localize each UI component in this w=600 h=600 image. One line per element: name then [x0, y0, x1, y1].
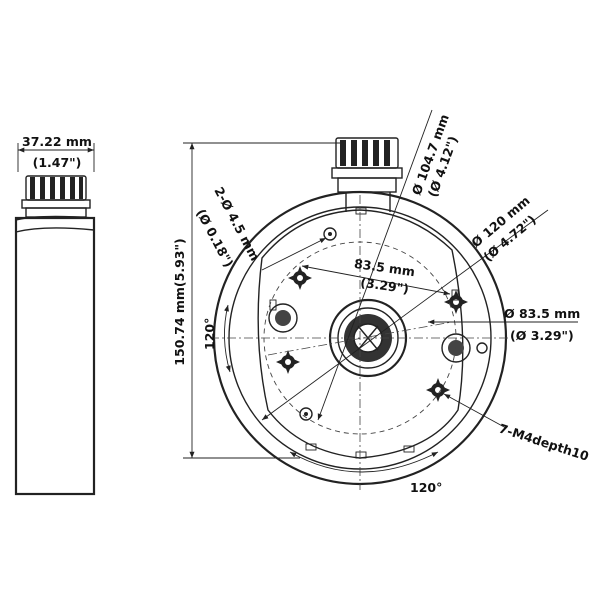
mount-hole-bottom-center [304, 412, 308, 416]
hole-dia-leader [261, 237, 327, 271]
gland-nut-ribs [30, 177, 83, 199]
angle-bottom-arc [289, 451, 439, 473]
dia3-mm: Ø 83.5 mm [504, 306, 580, 321]
mount-hole-bottom [299, 407, 313, 421]
thread-label: 7-M4depth10 [497, 421, 591, 464]
gland-base [25, 207, 87, 218]
boss-left [268, 303, 298, 333]
side-width-in: (1.47") [33, 155, 82, 170]
span-dimension-line [301, 264, 451, 296]
front-gland-ribs [340, 140, 390, 166]
mount-hole-right [476, 342, 488, 354]
thread-hole-3 [276, 350, 300, 374]
angle-left: 120° [202, 318, 217, 350]
gland-hex [21, 199, 91, 209]
height-label: 150.74 mm(5.93") [172, 238, 187, 365]
boss-right-inner [448, 340, 464, 356]
side-width-mm: 37.22 mm [22, 134, 92, 149]
front-view: 150.74 mm(5.93") [172, 109, 591, 495]
bolt-circle-hidden [263, 241, 457, 435]
angle-left-arc [223, 304, 231, 373]
thread-leader [443, 393, 507, 429]
thread-hole-1 [288, 266, 312, 290]
side-view: 37.22 mm (1.47") [14, 134, 96, 496]
front-gland-base [337, 177, 397, 193]
span-in: (3.29") [359, 275, 409, 297]
mount-hole-top-center [328, 232, 332, 236]
housing-wall [257, 209, 464, 459]
lid-edge [15, 227, 95, 233]
centerline-diagonal [267, 321, 453, 356]
angle-bottom: 120° [410, 480, 442, 495]
dia2-leader [261, 209, 549, 421]
mount-hole-top [323, 227, 337, 241]
boss-left-inner [275, 310, 291, 326]
front-gland-hex [331, 167, 403, 179]
thread-hole-2 [444, 290, 468, 314]
thread-hole-4 [426, 378, 450, 402]
dia3-in: (Ø 3.29") [510, 328, 574, 343]
box-body-outline [14, 216, 96, 496]
